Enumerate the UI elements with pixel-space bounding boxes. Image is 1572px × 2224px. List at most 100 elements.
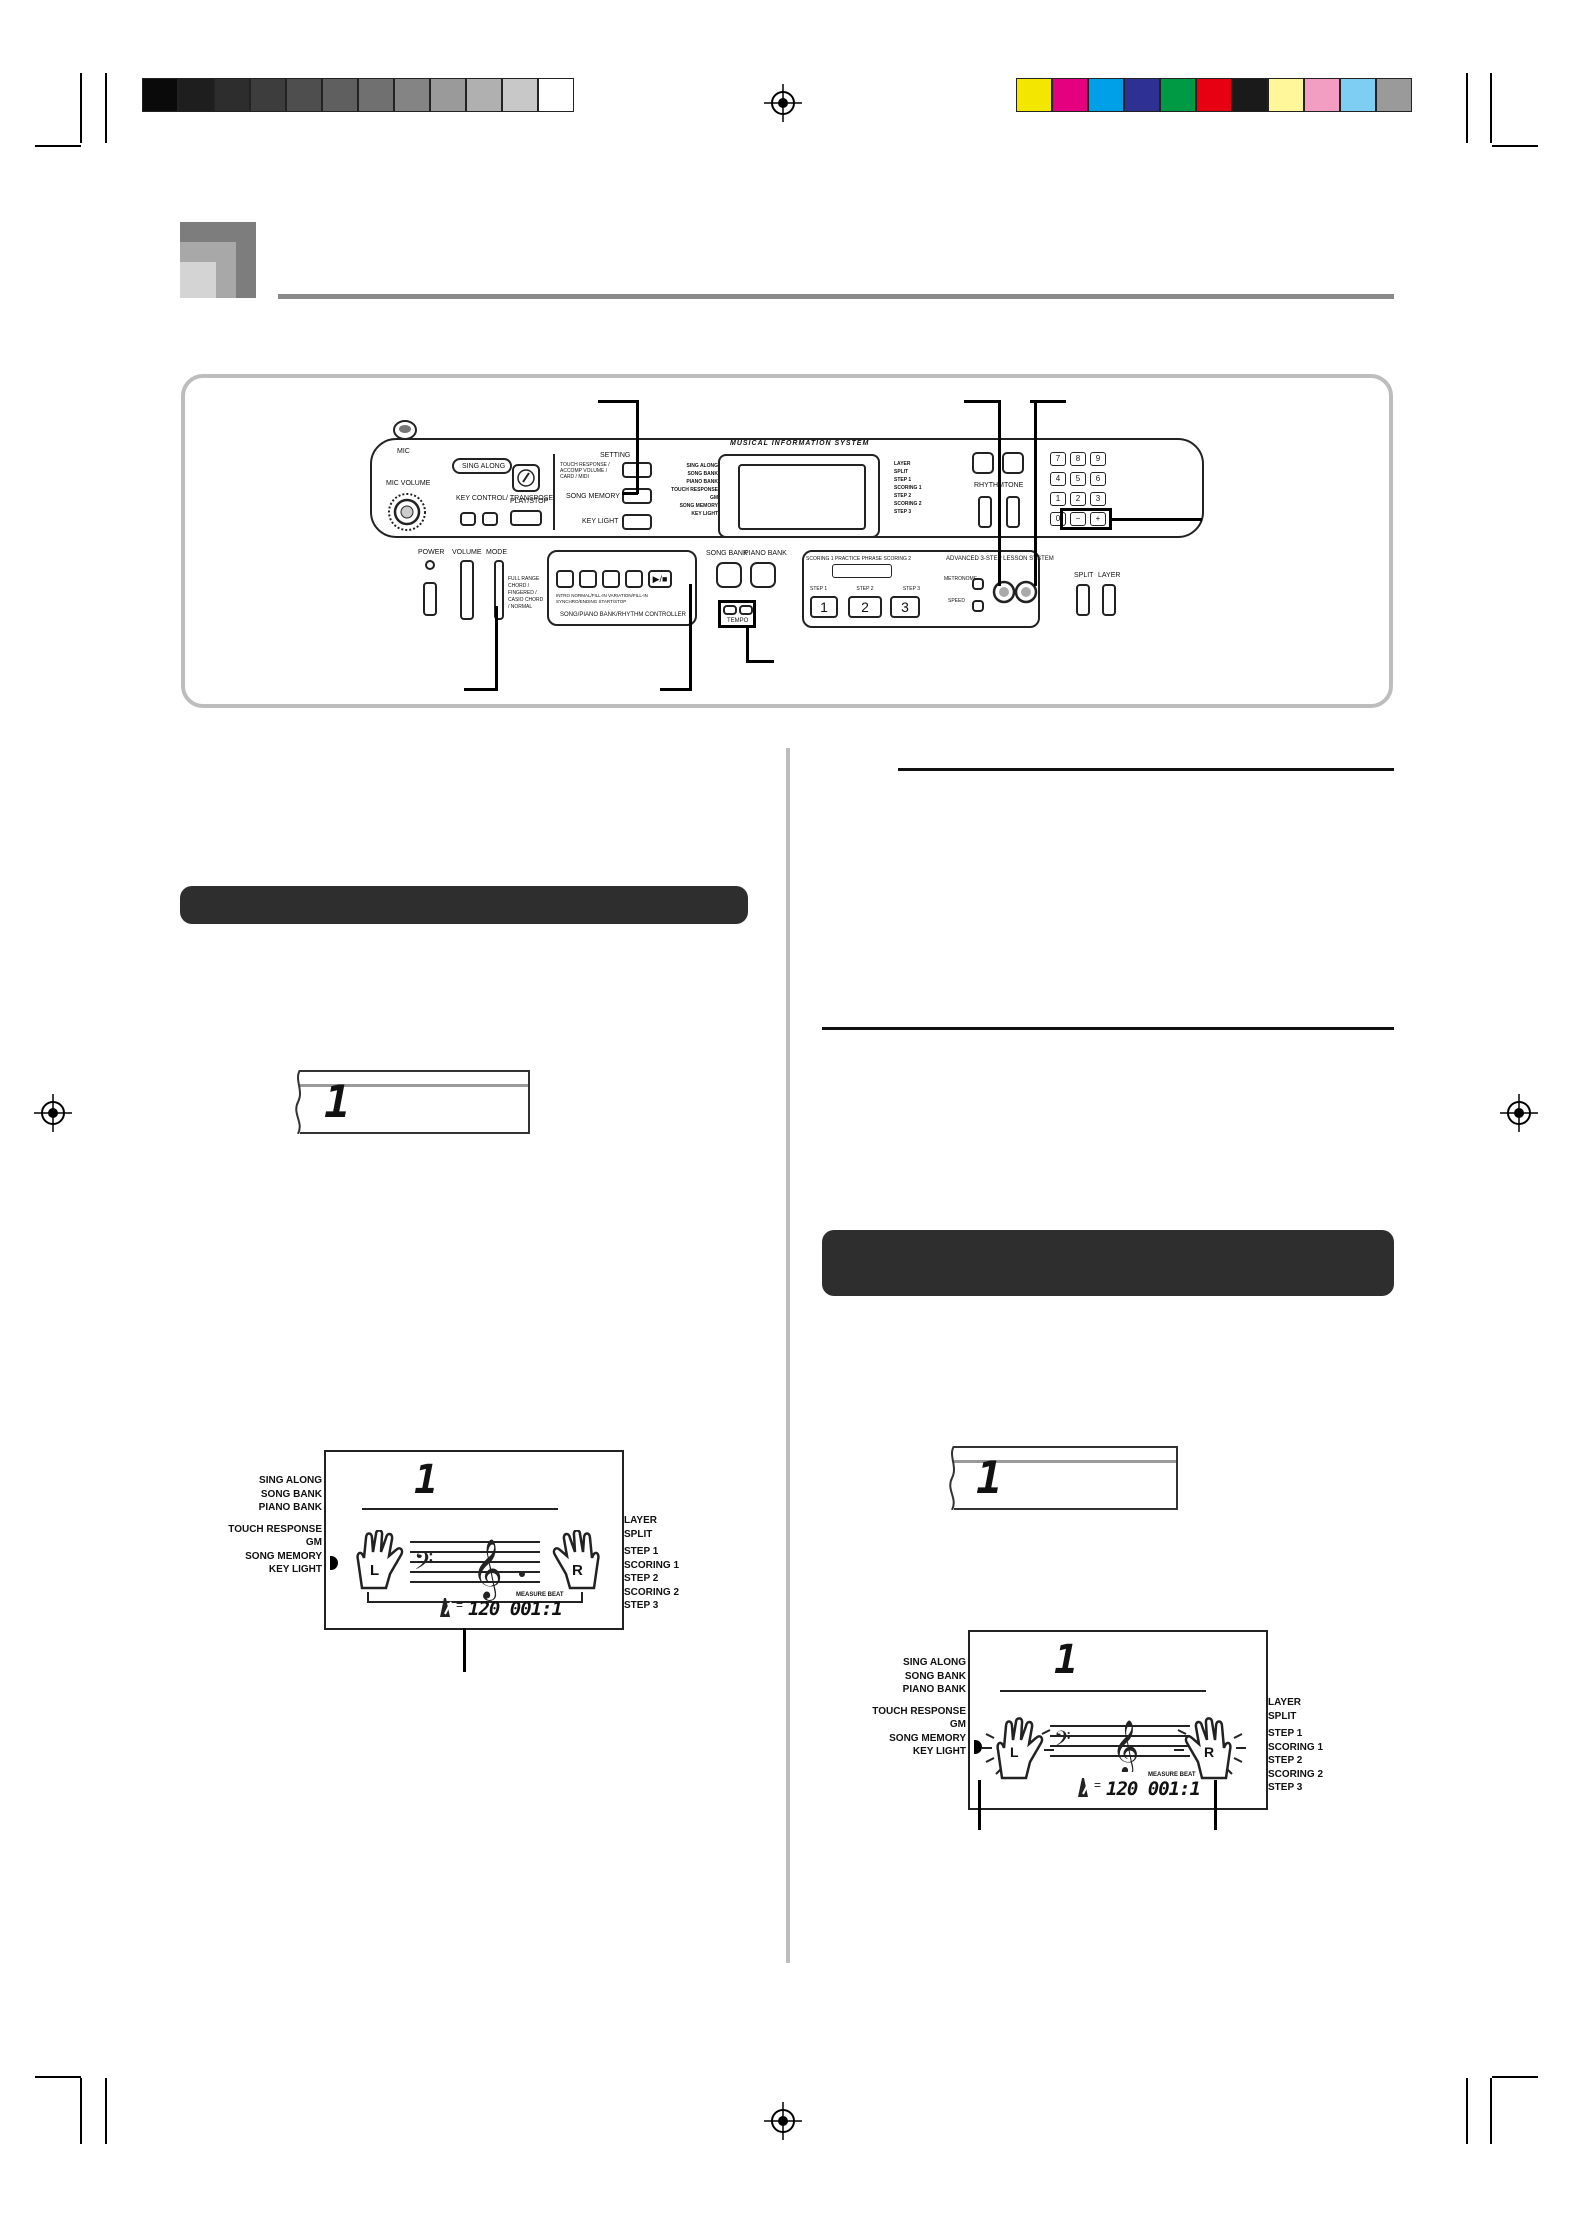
lcd1-left-label: GM (305, 1537, 322, 1548)
color-swatch (250, 78, 286, 112)
lcd1-right-label: SCORING 2 (624, 1586, 680, 1598)
numpad-key-2[interactable]: 9 (1090, 452, 1106, 466)
lcd2-right-label: SCORING 2 (1268, 1768, 1324, 1780)
play-stop-label: PLAY/STOP (510, 498, 549, 505)
numpad-key-0[interactable]: 7 (1050, 452, 1066, 466)
display-digit: 1 (324, 1077, 351, 1128)
power-button[interactable] (423, 582, 437, 616)
numpad-key-11[interactable]: + (1090, 512, 1106, 526)
left-hand-flashing-icon (982, 1717, 1054, 1780)
color-swatch (1304, 78, 1340, 112)
sing-along-button[interactable] (512, 464, 540, 492)
lcd1-right-label: LAYER (624, 1515, 657, 1526)
numpad-key-4[interactable]: 5 (1070, 472, 1086, 486)
start-stop-button[interactable]: ▶/■ (648, 570, 672, 588)
lcd1-left-label: SING ALONG (259, 1475, 322, 1486)
panel-lcd-right-label: SPLIT (894, 469, 909, 475)
metronome-equals: = (456, 1598, 464, 1612)
lcd1-left-label: KEY LIGHT (268, 1564, 322, 1575)
lcd2-right-label: LAYER (1268, 1697, 1301, 1708)
numpad-key-8[interactable]: 3 (1090, 492, 1106, 506)
play-stop-button[interactable] (510, 510, 542, 526)
song-memory-label: SONG MEMORY (566, 493, 620, 500)
step-3-button[interactable]: 3 (890, 596, 920, 618)
lcd1-left-label: SONG MEMORY (245, 1550, 322, 1562)
color-swatch (538, 78, 574, 112)
tear-edge-icon (949, 1446, 955, 1510)
section-banner-right (822, 1230, 1394, 1296)
lcd2-left-label: SONG BANK (904, 1670, 966, 1682)
lcd1-song-memory-indicator (330, 1556, 338, 1570)
section-banner-left (180, 886, 748, 924)
microphone-note-icon (517, 469, 535, 487)
key-light-button[interactable] (622, 514, 652, 530)
panel-lcd-right-label: SCORING 2 (894, 501, 922, 507)
callout-line (1214, 1780, 1217, 1830)
variation-fill-in-button[interactable] (602, 570, 620, 588)
scoring-bracket (832, 564, 892, 578)
numpad-key-7[interactable]: 2 (1070, 492, 1086, 506)
left-hand-icon: L (352, 1529, 406, 1595)
step-1-button[interactable]: 1 (810, 596, 838, 618)
lcd2-right-label: SCORING 1 (1268, 1741, 1324, 1753)
grayscale-color-bar (142, 78, 574, 112)
svg-text:𝄢: 𝄢 (414, 1547, 433, 1582)
lcd2-song-memory-indicator (974, 1740, 982, 1754)
color-swatch (502, 78, 538, 112)
panel-lcd-left-label: TOUCH RESPONSE (671, 487, 718, 493)
split-button[interactable] (1076, 584, 1090, 616)
controller-label: SONG/PIANO BANK/RHYTHM CONTROLLER (560, 612, 687, 618)
mode-switch[interactable] (494, 560, 504, 620)
numpad-key-6[interactable]: 1 (1050, 492, 1066, 506)
tempo-up-button[interactable] (739, 605, 753, 615)
tempo-label: TEMPO (727, 618, 749, 624)
rhythm-icon-button[interactable] (972, 452, 994, 474)
tone-button[interactable] (1006, 496, 1020, 528)
speed-button[interactable] (972, 600, 984, 612)
display-strip-line (300, 1084, 528, 1087)
lcd2-left-label: PIANO BANK (902, 1684, 966, 1695)
numpad-key-1[interactable]: 8 (1070, 452, 1086, 466)
lcd1-right-label: SCORING 1 (624, 1559, 680, 1571)
mic-volume-knob[interactable] (385, 490, 429, 534)
color-swatch (1088, 78, 1124, 112)
song-bank-button[interactable] (716, 562, 742, 588)
step-2-button[interactable]: 2 (848, 596, 882, 618)
volume-slider[interactable] (460, 560, 474, 620)
microphone-icon (393, 420, 417, 440)
registration-mark-icon (34, 1094, 72, 1132)
lcd1-left-label: TOUCH RESPONSE (228, 1523, 322, 1535)
lcd2-right-label: STEP 3 (1268, 1782, 1303, 1793)
color-swatch (286, 78, 322, 112)
plus-minus-highlight (1060, 508, 1112, 530)
panel-lcd-left-label: GM (709, 495, 718, 501)
numpad-key-5[interactable]: 6 (1090, 472, 1106, 486)
piano-bank-button[interactable] (750, 562, 776, 588)
column-divider (786, 748, 790, 1963)
transpose-up-button[interactable] (482, 512, 498, 526)
controller-buttons: ▶/■ (556, 570, 672, 588)
tone-icon-button[interactable] (1002, 452, 1024, 474)
metronome-button[interactable] (972, 578, 984, 590)
lcd1-right-label: STEP 2 (624, 1573, 659, 1584)
lcd2-rule (1000, 1690, 1206, 1692)
tear-edge-icon (295, 1070, 301, 1134)
numpad-key-10[interactable]: − (1070, 512, 1086, 526)
lcd2-left-label: GM (949, 1719, 966, 1730)
panel-lcd-left-label: SONG MEMORY (679, 503, 718, 509)
metronome-equals: = (1094, 1778, 1102, 1792)
normal-fill-in-button[interactable] (579, 570, 597, 588)
panel-lcd-frame (718, 454, 880, 538)
mode-options-label: FULL RANGE CHORD / FINGERED / CASIO CHOR… (508, 576, 544, 610)
layer-button[interactable] (1102, 584, 1116, 616)
intro-button[interactable] (556, 570, 574, 588)
numpad-key-3[interactable]: 4 (1050, 472, 1066, 486)
transpose-down-button[interactable] (460, 512, 476, 526)
rhythm-button[interactable] (978, 496, 992, 528)
lcd1-right-label: STEP 1 (624, 1546, 659, 1557)
step-label: STEP 2 (856, 586, 874, 592)
synchro-ending-button[interactable] (625, 570, 643, 588)
panel-lcd-left-label: KEY LIGHT (691, 511, 718, 517)
tempo-down-button[interactable] (723, 605, 737, 615)
